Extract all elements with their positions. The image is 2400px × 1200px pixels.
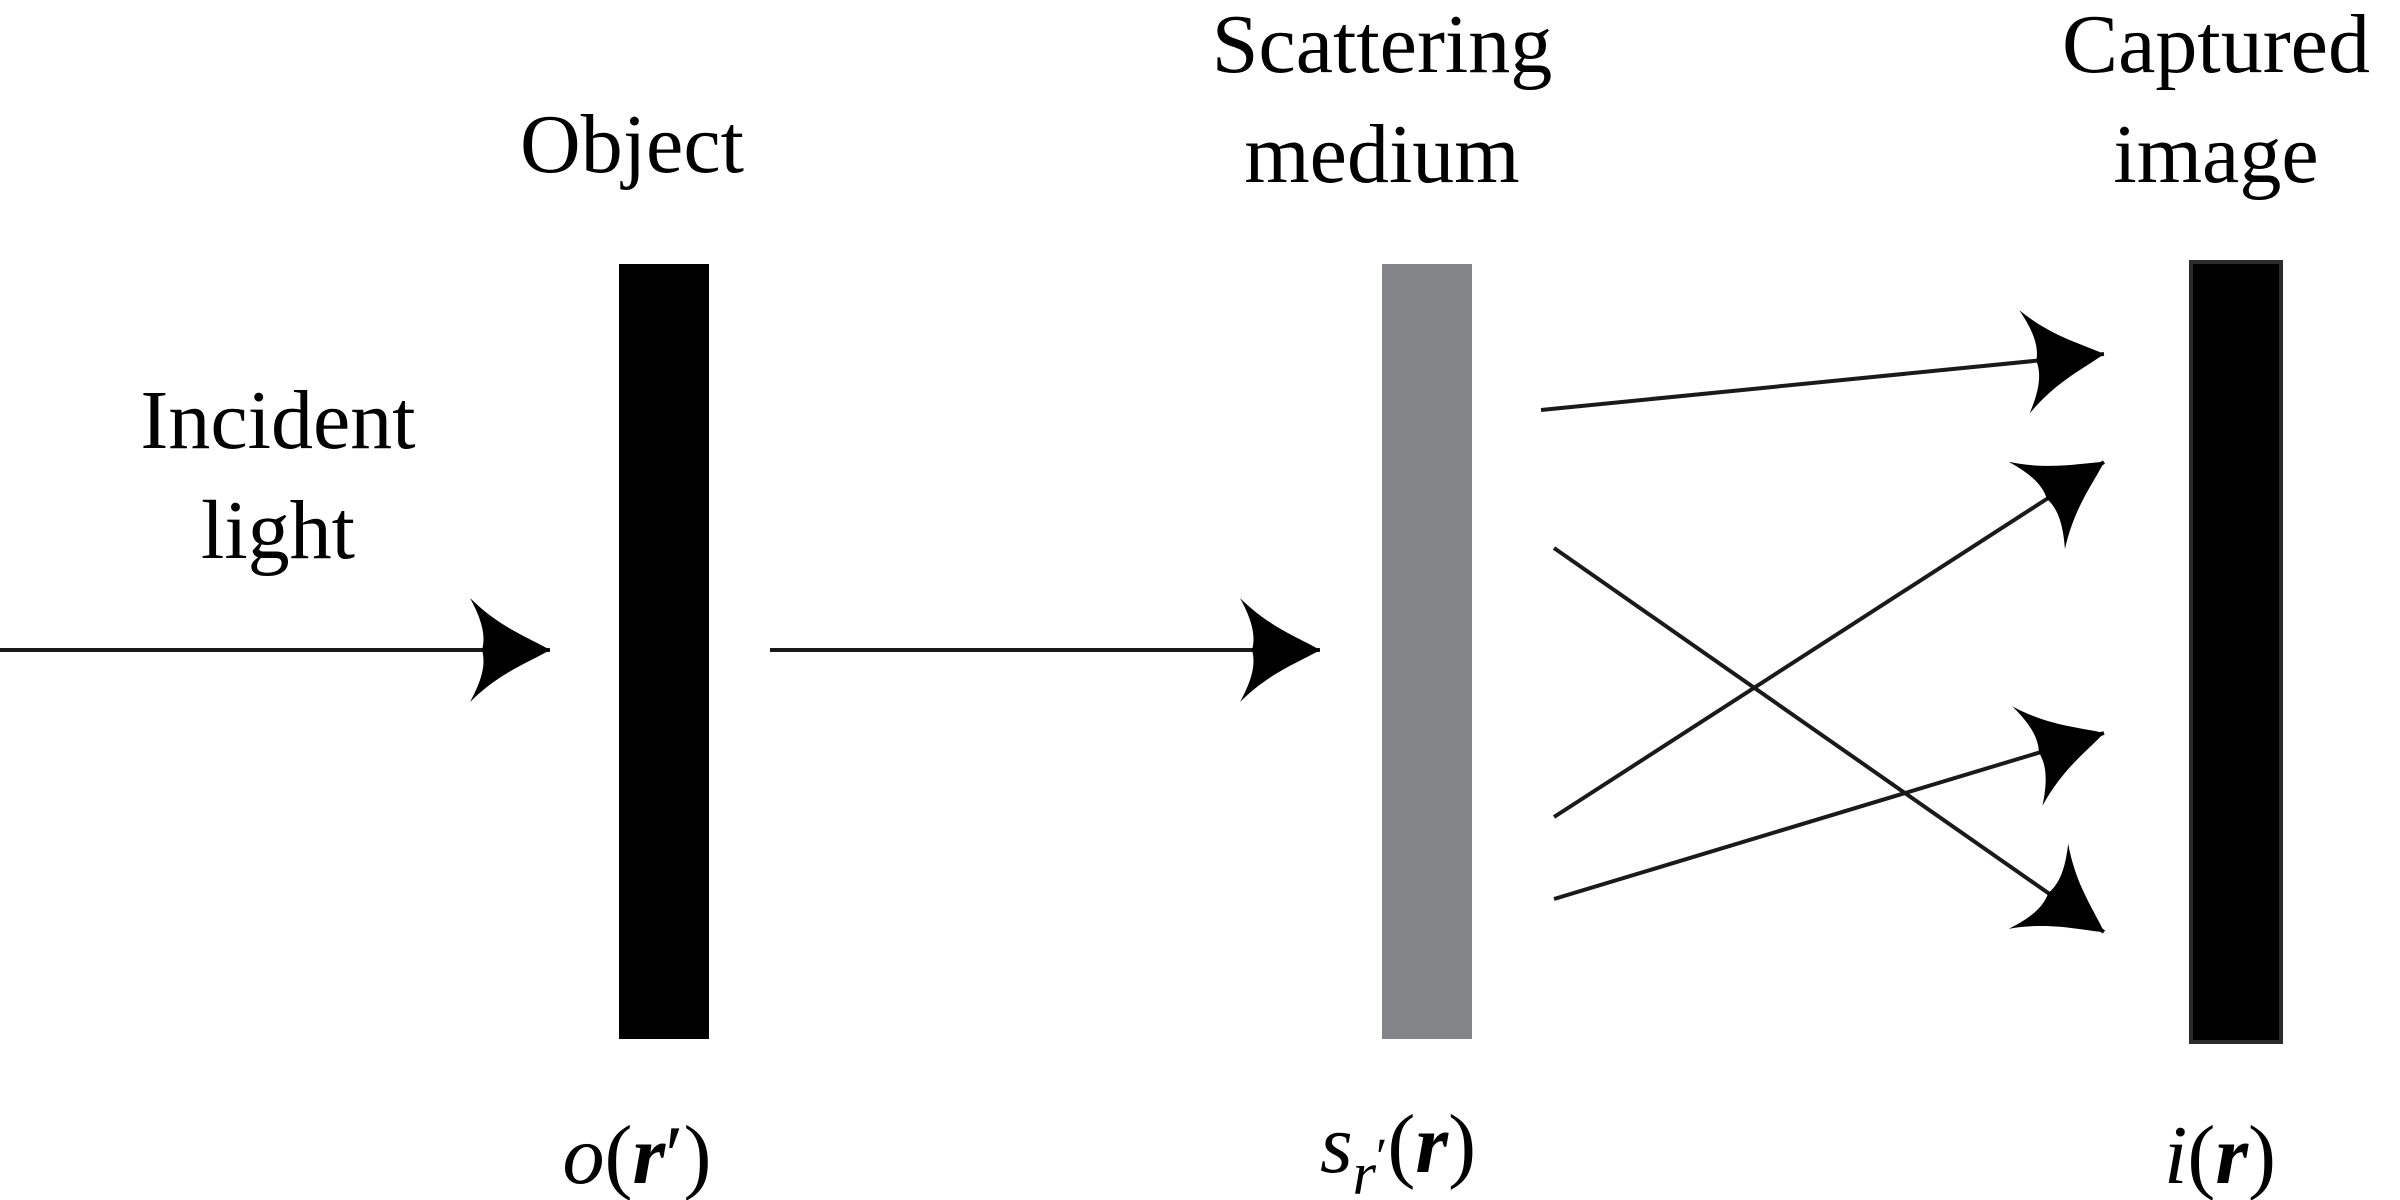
image-function-label: i(r) — [2164, 1109, 2276, 1200]
scattered-ray-3 — [1552, 460, 2106, 819]
scattered-ray-2 — [1552, 546, 2106, 934]
scattered-ray-4 — [1553, 706, 2105, 901]
scattered-ray-1 — [1540, 310, 2105, 414]
incident-light-label-line2: light — [201, 484, 355, 577]
scattering-function-label: sr′(r) — [1320, 1098, 1476, 1200]
incident-light-label-line1: Incident — [140, 374, 415, 467]
object-function-label: o(r′) — [562, 1109, 711, 1200]
captured-image-label-line1: Captured — [2062, 0, 2370, 91]
object-label: Object — [520, 98, 744, 191]
captured-image-label-line2: image — [2113, 108, 2318, 201]
scattering-medium-label-line2: medium — [1244, 108, 1519, 201]
scattering-medium-plate — [1382, 264, 1472, 1039]
scattering-medium-label-line1: Scattering — [1212, 0, 1553, 91]
object-plate — [619, 264, 709, 1039]
image-sensor-plate — [2189, 260, 2283, 1044]
